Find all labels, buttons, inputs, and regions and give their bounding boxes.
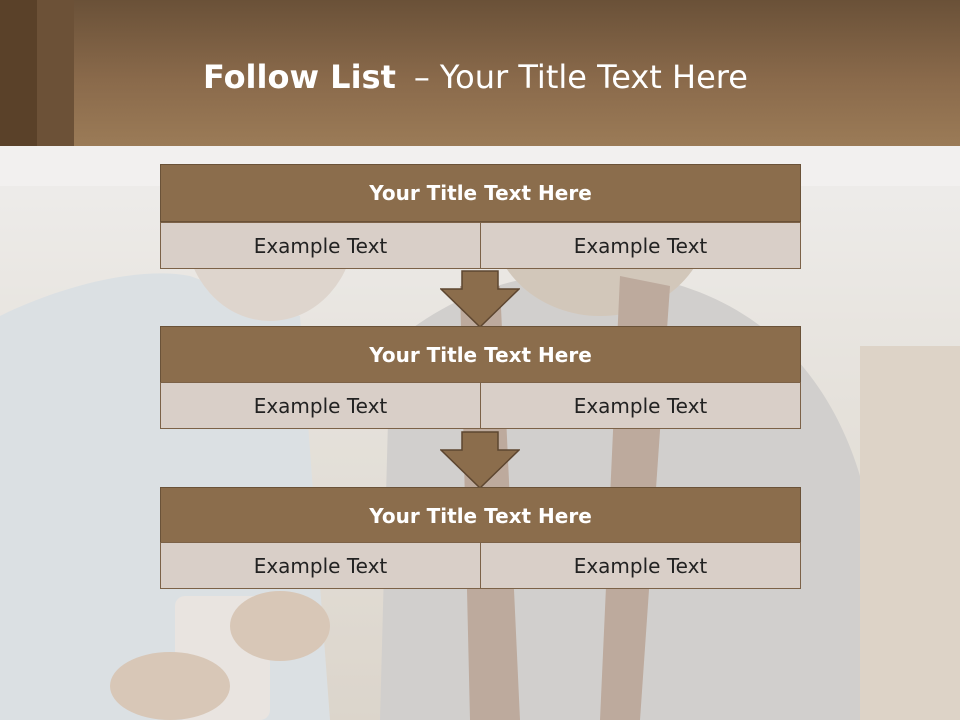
list-row-2: Your Title Text Here Example Text Exampl… bbox=[160, 326, 801, 434]
list-row-3: Your Title Text Here Example Text Exampl… bbox=[160, 487, 801, 593]
list-row-1: Your Title Text Here Example Text Exampl… bbox=[160, 164, 801, 272]
row-cell-right: Example Text bbox=[480, 542, 801, 589]
slide-title-bold: Follow List bbox=[203, 58, 396, 96]
row-cell-right: Example Text bbox=[480, 222, 801, 269]
header-accent-right bbox=[37, 0, 74, 146]
row-title: Your Title Text Here bbox=[160, 164, 801, 222]
slide-title: Follow List–Your Title Text Here bbox=[203, 55, 748, 99]
row-cell-left: Example Text bbox=[160, 222, 481, 269]
down-arrow-icon bbox=[440, 431, 520, 489]
slide-title-separator: – bbox=[413, 58, 430, 96]
header-accent-left bbox=[0, 0, 37, 146]
row-cell-right: Example Text bbox=[480, 382, 801, 429]
slide-title-rest: Your Title Text Here bbox=[439, 58, 748, 96]
row-cell-left: Example Text bbox=[160, 542, 481, 589]
row-title: Your Title Text Here bbox=[160, 487, 801, 545]
down-arrow-icon bbox=[440, 270, 520, 328]
row-cell-left: Example Text bbox=[160, 382, 481, 429]
row-title: Your Title Text Here bbox=[160, 326, 801, 384]
header-band: Follow List–Your Title Text Here bbox=[0, 0, 960, 146]
